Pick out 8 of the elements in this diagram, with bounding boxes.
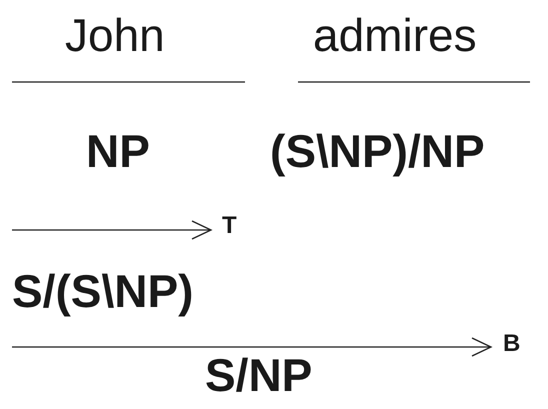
rule-name: T bbox=[222, 214, 237, 238]
category-label: S/(S\NP) bbox=[12, 268, 194, 314]
category-label: NP bbox=[86, 128, 150, 174]
category-label: S/NP bbox=[205, 352, 312, 398]
word: John bbox=[65, 12, 165, 58]
category-label: (S\NP)/NP bbox=[270, 128, 485, 174]
word: admires bbox=[313, 12, 477, 58]
rule-name: B bbox=[503, 332, 520, 356]
